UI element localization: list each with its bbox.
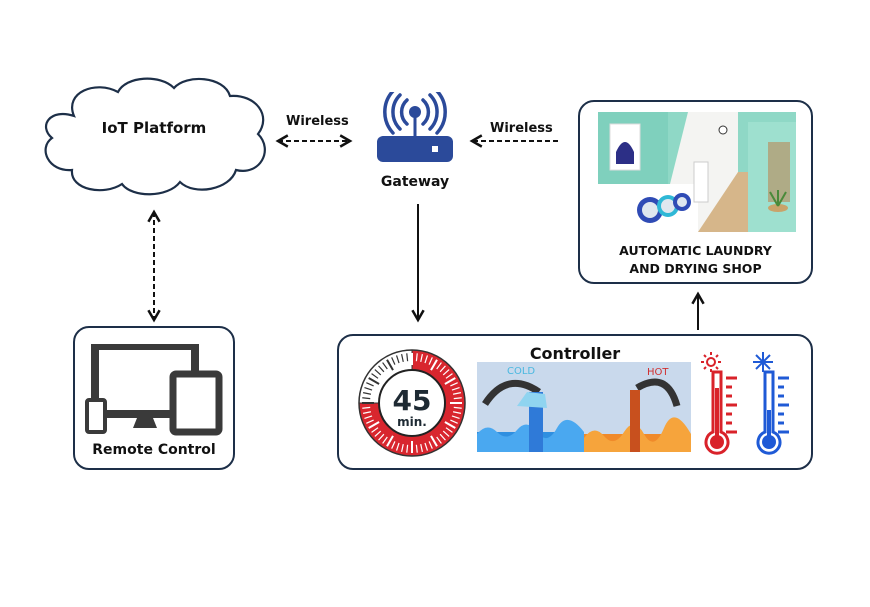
timer-tick — [428, 357, 433, 365]
laundry-shop-label: AUTOMATIC LAUNDRY AND DRYING SHOP — [580, 242, 811, 278]
cloud-icon — [44, 77, 266, 196]
timer-tick — [406, 444, 409, 453]
timer-tick — [386, 359, 394, 371]
timer-tick — [378, 433, 385, 441]
remote-control-node: Remote Control — [73, 326, 235, 470]
wifi-router-icon — [377, 92, 453, 162]
timer-tick — [451, 386, 460, 391]
controller-label: Controller — [529, 344, 621, 363]
gateway-label: Gateway — [380, 174, 450, 190]
timer-tick — [368, 377, 380, 385]
timer-tick — [362, 392, 372, 395]
timer-tick — [391, 441, 396, 449]
timer-tick — [444, 377, 456, 385]
edge-label-wireless-left: Wireless — [286, 114, 349, 129]
timer-tick — [453, 397, 462, 400]
timer-tick — [442, 369, 450, 376]
timer-tick — [368, 421, 380, 429]
gateway-node: Gateway — [370, 92, 460, 196]
timer-tick — [362, 406, 371, 409]
timer-tick — [371, 427, 379, 433]
timer-tick — [453, 406, 462, 409]
laundry-shop-label-line2: AND DRYING SHOP — [629, 261, 762, 276]
timer-tick — [430, 435, 438, 447]
timer-tick — [374, 369, 382, 376]
timer-tick — [378, 365, 385, 373]
timer-tick — [430, 359, 438, 371]
timer-tick — [424, 442, 429, 451]
timer-tick — [452, 392, 462, 395]
timer-tick — [439, 433, 446, 441]
devices-icon — [85, 344, 223, 436]
timer-tick — [420, 353, 423, 363]
timer-tick — [382, 362, 388, 370]
timer-tick — [366, 419, 374, 424]
timer-tick — [450, 382, 458, 387]
cold-label: COLD — [507, 366, 535, 377]
timer-tick — [371, 373, 379, 379]
timer-tick — [444, 421, 456, 429]
cold-hot-faucet-image: COLD HOT — [477, 362, 691, 452]
timer-tick — [436, 436, 442, 444]
laundry-shop-node: AUTOMATIC LAUNDRY AND DRYING SHOP — [578, 100, 813, 284]
timer-tick — [420, 443, 423, 453]
timer-icon: 45 min. — [358, 349, 466, 457]
controller-node: Controller 45 min. COLD HOT — [337, 334, 813, 470]
timer-tick — [452, 411, 462, 414]
timer-tick — [366, 382, 374, 387]
timer-tick — [374, 430, 382, 437]
cold-thermometer-icon — [753, 352, 789, 455]
laundry-shop-label-line1: AUTOMATIC LAUNDRY — [619, 243, 772, 258]
timer-tick — [436, 362, 442, 370]
timer-tick — [382, 436, 388, 444]
timer-tick — [415, 353, 418, 362]
timer-tick — [439, 365, 446, 373]
timer-tick — [362, 411, 372, 414]
timer-tick — [406, 353, 409, 362]
timer-tick — [395, 442, 400, 451]
remote-control-label: Remote Control — [92, 442, 216, 458]
timer-tick — [445, 373, 453, 379]
timer-tick — [451, 415, 460, 420]
timer-tick — [401, 353, 404, 363]
timer-tick — [386, 435, 394, 447]
timer-tick — [445, 427, 453, 433]
timer-tick — [450, 419, 458, 424]
edge-label-wireless-right: Wireless — [490, 121, 553, 136]
timer-tick — [428, 441, 433, 449]
timer-tick — [401, 443, 404, 453]
hot-thermometer-icon — [701, 352, 737, 455]
timer-tick — [424, 355, 429, 364]
hot-label: HOT — [647, 367, 669, 378]
iot-platform-label: IoT Platform — [101, 119, 207, 137]
timer-tick — [415, 444, 418, 453]
timer-tick — [395, 355, 400, 364]
timer-tick — [364, 386, 373, 391]
timer-tick — [362, 397, 371, 400]
timer-value: 45 — [393, 384, 432, 417]
iot-platform-node: IoT Platform — [34, 72, 274, 200]
laundry-shop-photo — [598, 112, 796, 232]
timer-tick — [391, 357, 396, 365]
timer-unit: min. — [397, 415, 427, 429]
timer-tick — [364, 415, 373, 420]
timer-tick — [442, 430, 450, 437]
